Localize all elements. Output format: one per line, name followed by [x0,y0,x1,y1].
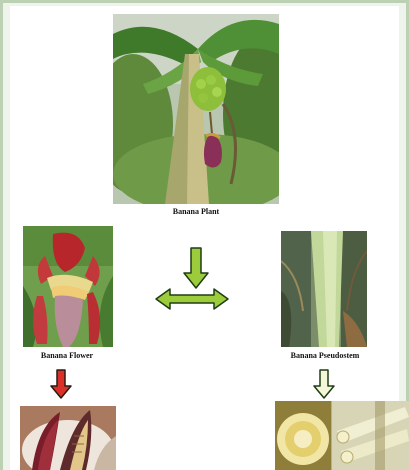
green-double-arrow [155,287,229,311]
banana-pseudostem-photo [281,231,367,347]
label-banana-flower: Banana Flower [22,351,112,360]
banana-pseudostem-sections-photo [275,401,409,470]
red-down-arrow [50,369,72,399]
banana-flower-bracts-photo [20,406,116,470]
label-banana-pseudostem: Banana Pseudostem [270,351,380,360]
label-banana-plant: Banana Plant [140,207,252,216]
banana-plant-photo [113,14,279,204]
banana-flower-photo [23,226,113,347]
green-down-arrow [182,247,210,289]
pale-down-arrow [313,369,335,399]
